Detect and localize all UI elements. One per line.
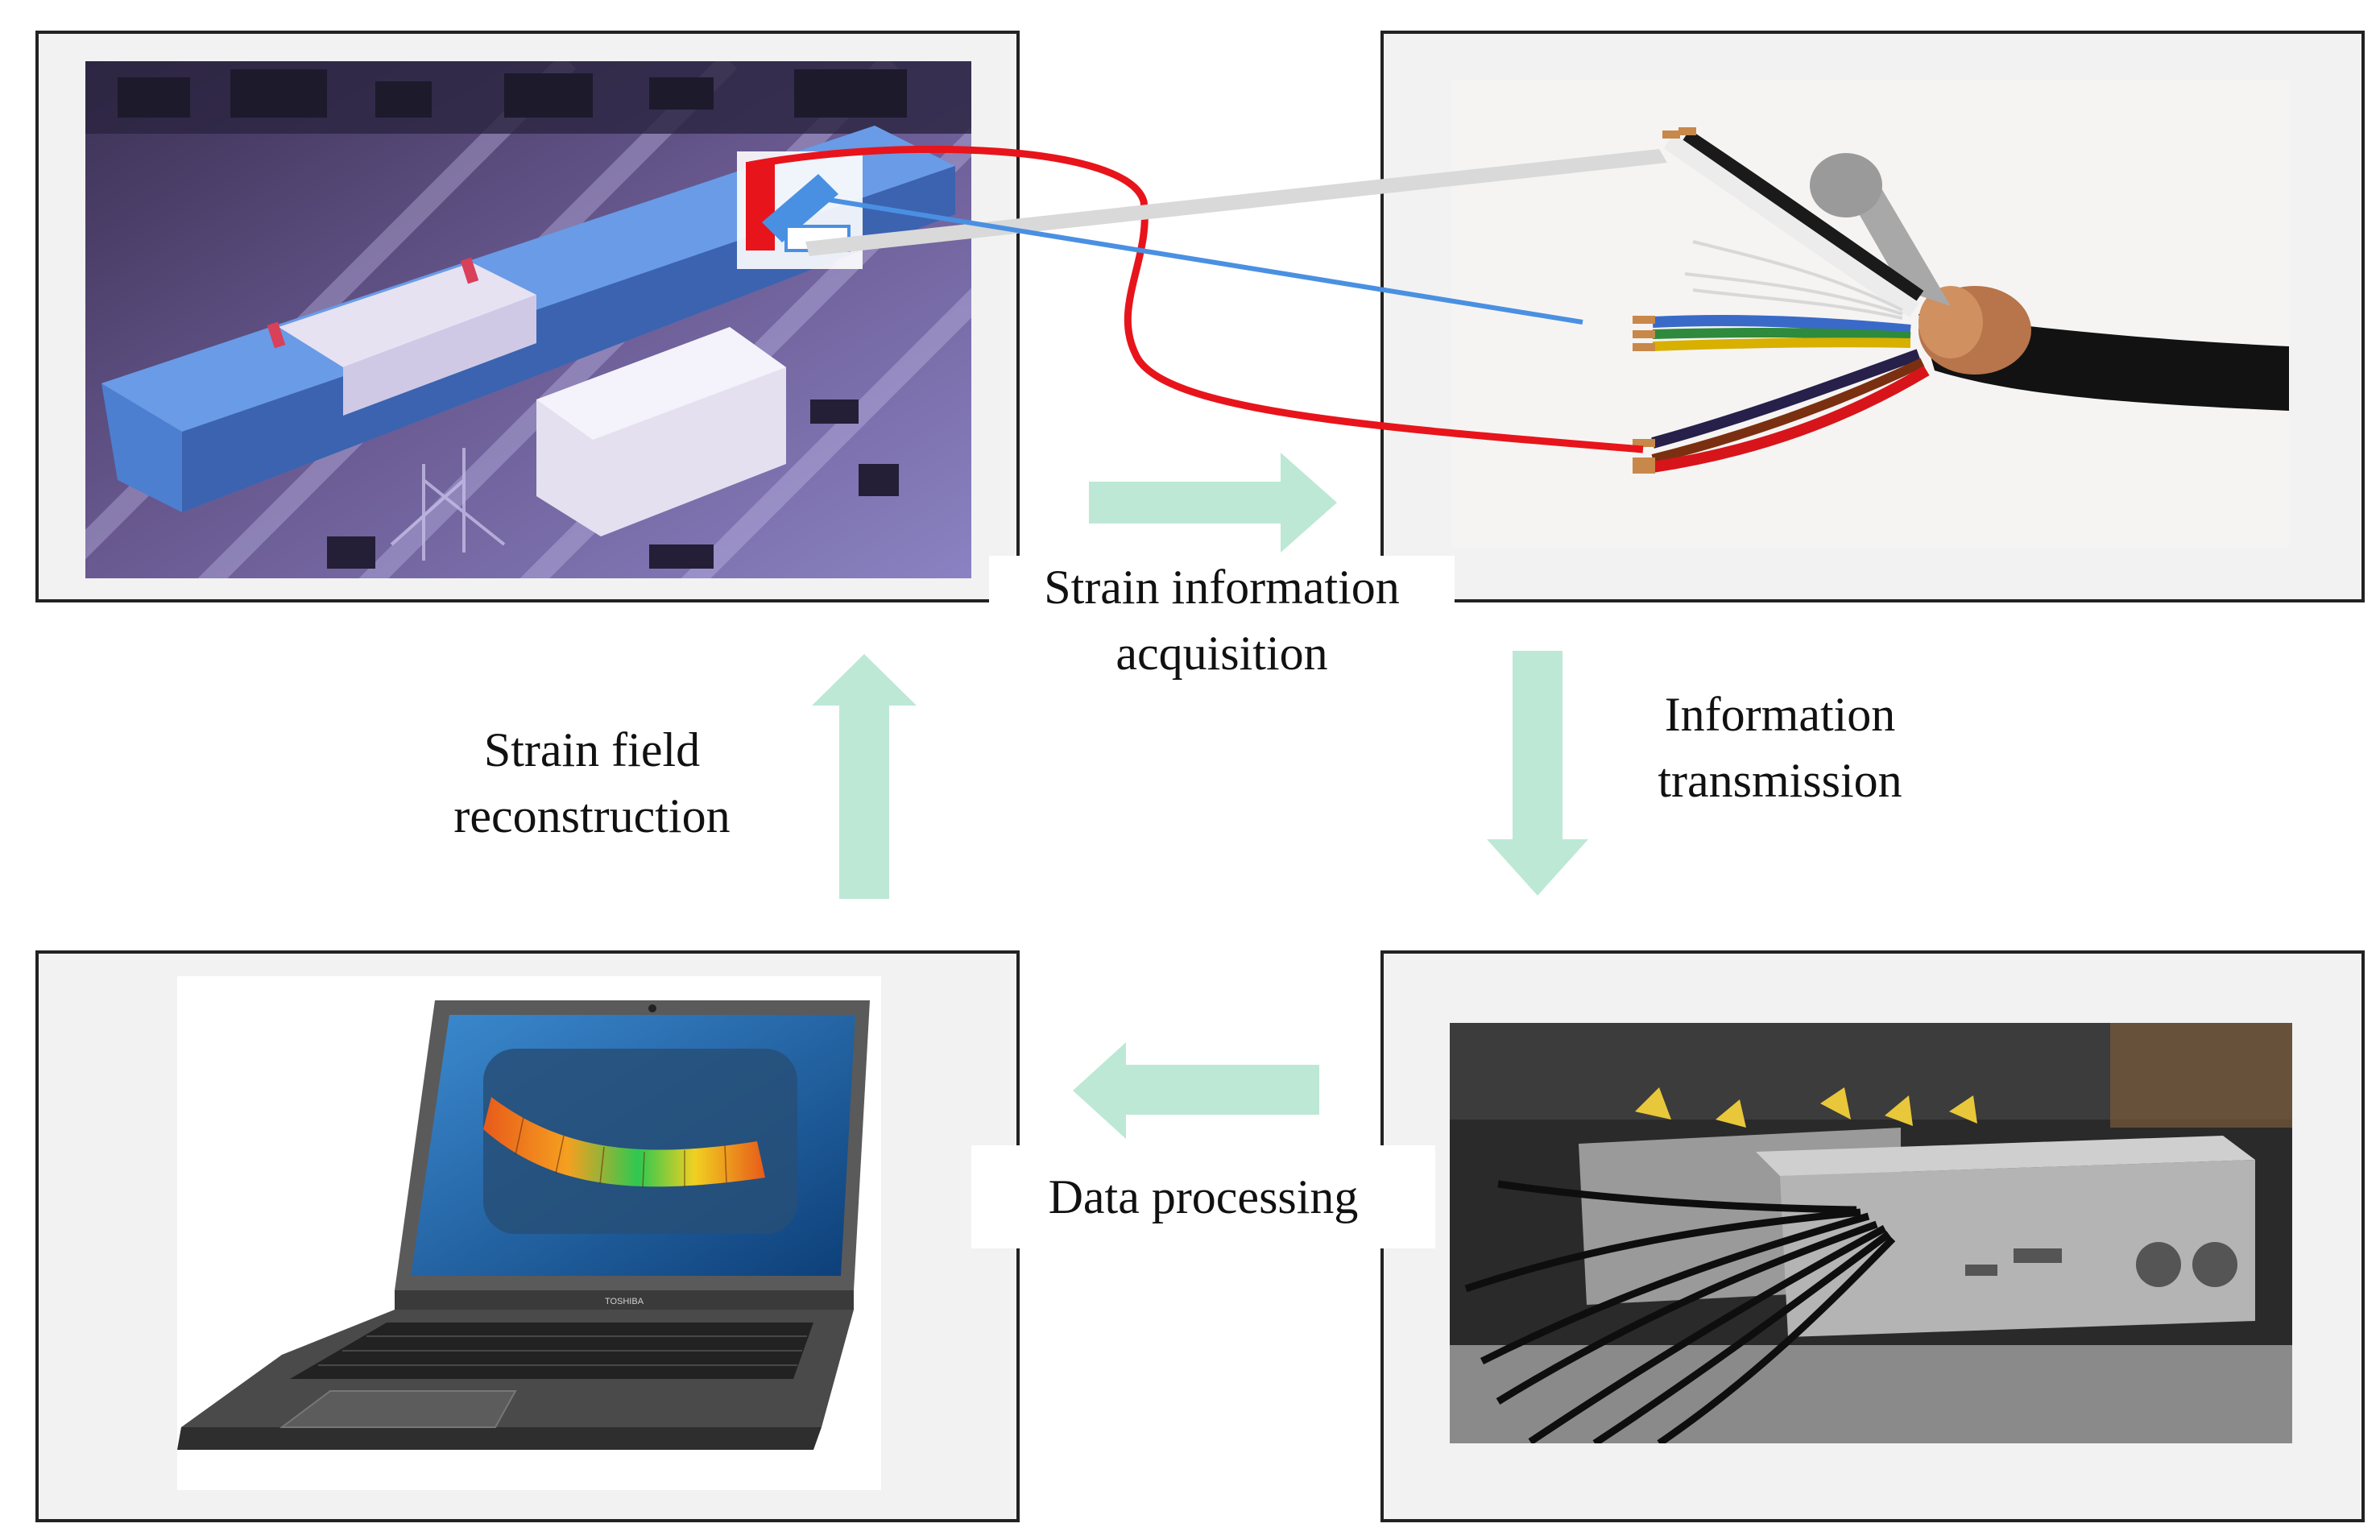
- arrow-up-icon: [812, 654, 917, 899]
- steel-structure-photo: [85, 61, 971, 578]
- laptop-photo: TOSHIBA: [177, 976, 881, 1490]
- step-label-transmission: Information transmission: [1554, 683, 2005, 812]
- acquisition-device-photo: [1450, 1023, 2292, 1443]
- transmission-line1: Information: [1664, 688, 1896, 741]
- step-label-processing: Data processing: [971, 1145, 1435, 1248]
- processing-line1: Data processing: [1048, 1170, 1359, 1223]
- acquisition-line1: Strain information: [1044, 561, 1400, 614]
- step-label-reconstruction: Strain field reconstruction: [370, 718, 813, 847]
- reconstruction-line1: Strain field: [483, 723, 701, 776]
- transmission-line2: transmission: [1658, 754, 1902, 807]
- reconstruction-line2: reconstruction: [453, 789, 731, 842]
- arrow-left-icon: [1073, 1042, 1319, 1139]
- laptop-brand: TOSHIBA: [605, 1297, 644, 1306]
- acquisition-line2: acquisition: [1115, 627, 1328, 680]
- step-label-acquisition: Strain information acquisition: [989, 556, 1455, 685]
- sensor-cable-photo: [1451, 81, 2289, 548]
- arrow-right-icon: [1089, 453, 1337, 553]
